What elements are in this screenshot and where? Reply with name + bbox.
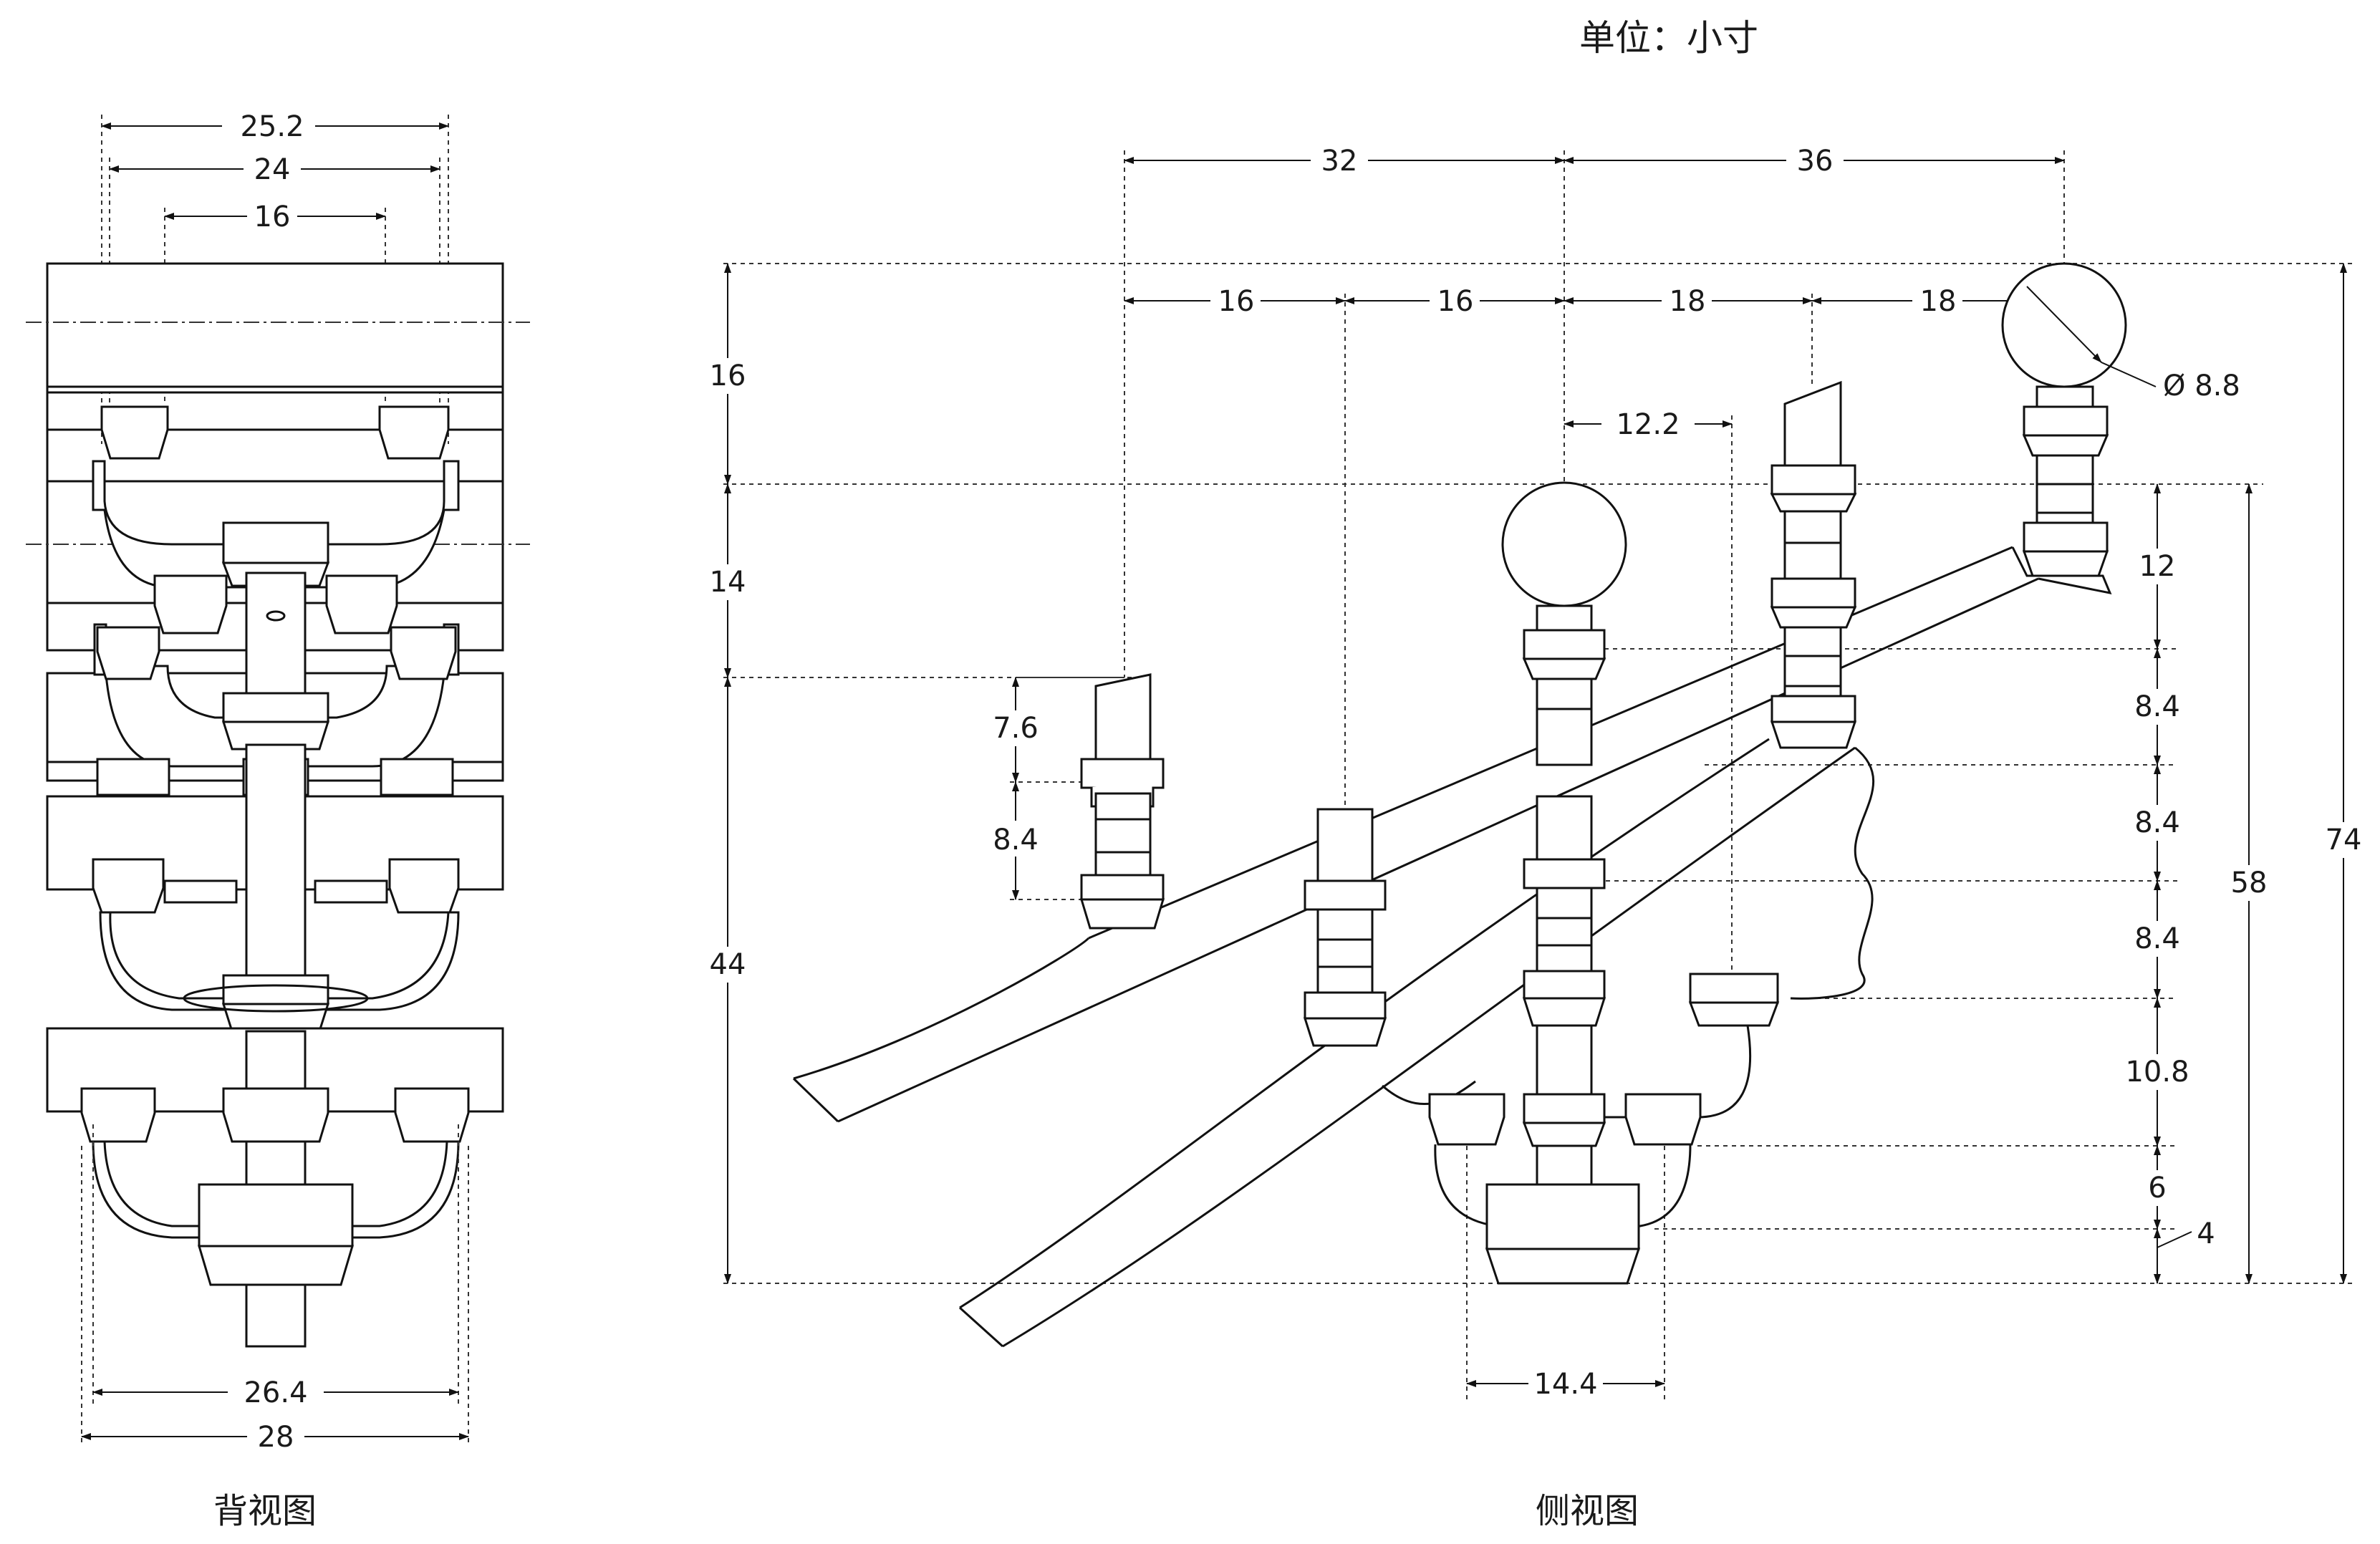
side-dim-r8-4-c: 8.4 [2134, 922, 2180, 955]
side-dim-18-b: 18 [1920, 285, 1957, 318]
side-dim-v44: 44 [710, 948, 746, 981]
side-stack-5: Ø 8.8 [2001, 262, 2282, 577]
back-view-caption: 背视图 [213, 1491, 317, 1531]
side-view-caption: 侧视图 [1536, 1491, 1639, 1531]
side-view: 32 36 16 16 18 18 12.2 [706, 142, 2365, 1531]
side-dim-74-label: 74 [2326, 824, 2362, 857]
side-stack-4 [1770, 380, 1857, 749]
back-dim-26-4: 26.4 [92, 1374, 459, 1409]
side-dim-16-a: 16 [1218, 285, 1255, 318]
back-dim-28: 28 [81, 1418, 469, 1454]
side-dim-r8-4-b: 8.4 [2134, 806, 2180, 839]
back-dim-16: 16 [164, 198, 386, 233]
ball-finial-center [1501, 481, 1627, 607]
side-stack-2 [1303, 808, 1387, 1047]
back-dim-24-label: 24 [254, 153, 291, 186]
side-stack-center [1428, 481, 1780, 1285]
back-dim-28-label: 28 [258, 1421, 294, 1454]
back-dim-24: 24 [109, 152, 440, 188]
back-dim-25-2-label: 25.2 [240, 110, 304, 143]
side-dim-r10-8: 10.8 [2125, 1056, 2189, 1089]
unit-label: 单位：小寸 [1579, 17, 1758, 59]
side-stack-1 [1079, 673, 1165, 930]
side-dim-74: 74 [2322, 263, 2365, 1284]
side-dim-32-label: 32 [1321, 145, 1358, 178]
side-dim-8-4-left: 8.4 [993, 824, 1039, 857]
back-view: 25.2 24 16 [26, 107, 530, 1531]
side-dim-r4: 4 [2197, 1217, 2215, 1250]
side-dim-36: 36 [1564, 142, 2065, 178]
side-dim-14-4: 14.4 [1466, 1365, 1665, 1401]
side-dim-18-a: 18 [1670, 285, 1706, 318]
back-dim-26-4-label: 26.4 [244, 1376, 307, 1409]
side-dim-row2: 16 16 18 18 [1124, 284, 2020, 318]
side-dim-v14: 14 [710, 566, 746, 599]
side-vdims-small: 7.6 8.4 [981, 677, 1050, 900]
back-dim-25-2: 25.2 [101, 107, 449, 143]
side-dim-58-label: 58 [2231, 867, 2268, 899]
side-dim-r6: 6 [2148, 1172, 2166, 1205]
side-vdims-left: 16 14 44 [706, 263, 749, 1284]
side-dim-12-2-label: 12.2 [1616, 408, 1680, 441]
side-dim-7-6: 7.6 [993, 712, 1039, 745]
side-dim-36-label: 36 [1797, 145, 1834, 178]
side-dim-58: 58 [2227, 483, 2270, 1284]
side-dim-r8-4-a: 8.4 [2134, 690, 2180, 723]
side-dim-16-b: 16 [1437, 285, 1474, 318]
side-dim-v16: 16 [710, 360, 746, 392]
back-dim-16-label: 16 [254, 201, 291, 233]
side-dim-diameter: Ø 8.8 [2163, 370, 2240, 402]
side-dim-r12: 12 [2139, 550, 2176, 583]
side-dim-14-4-label: 14.4 [1533, 1368, 1597, 1401]
side-dim-32: 32 [1124, 142, 1565, 178]
side-vdims-right: 12 8.4 8.4 8.4 10.8 6 4 [2109, 483, 2215, 1284]
side-dim-12-2: 12.2 [1564, 405, 1733, 441]
